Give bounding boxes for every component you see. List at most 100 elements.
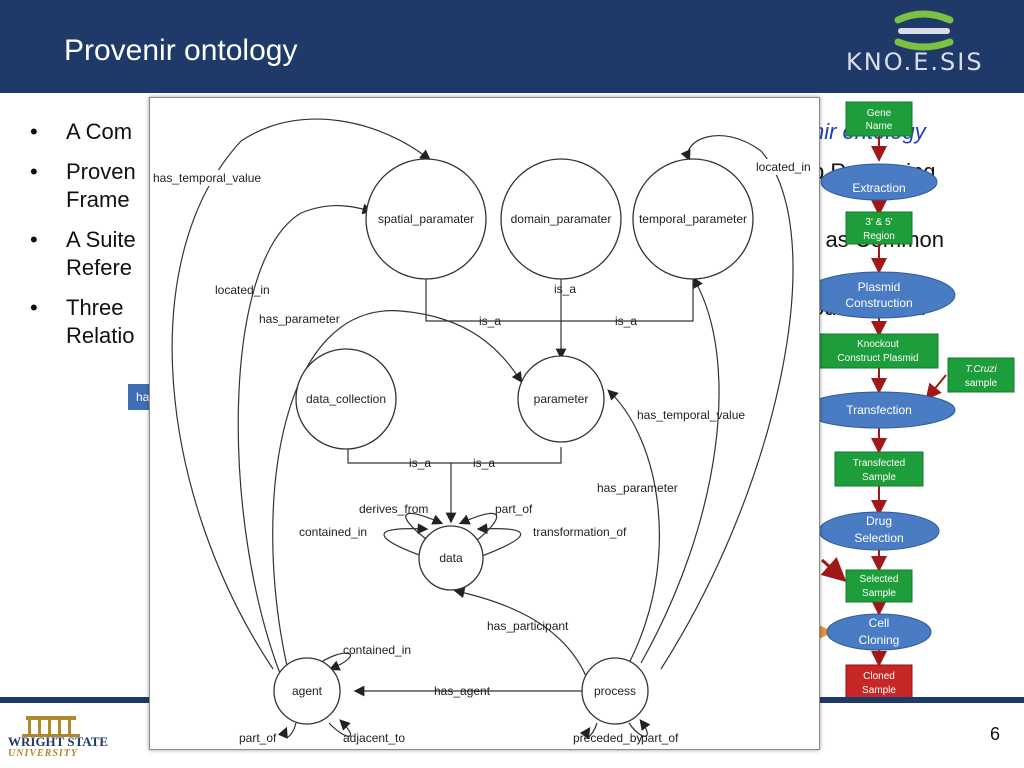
university-name: WRIGHT STATE UNIVERSITY <box>8 734 109 760</box>
class-node-domain <box>500 158 622 280</box>
flow-node-label: Extraction <box>852 181 905 195</box>
class-label: process <box>594 684 636 698</box>
edge-contained-in-agent <box>315 652 352 671</box>
flow-node-tcruzi: T.Cruzi sample <box>947 357 1015 393</box>
flow-node-knockout: Knockout Construct Plasmid <box>817 333 939 369</box>
edge-label: is_a <box>554 282 576 296</box>
edge-has-parameter-left <box>272 310 523 667</box>
edge-label: has_temporal_value <box>153 171 261 185</box>
edge-part-of-process <box>628 719 651 737</box>
flow-node-label: Cloning <box>859 633 900 647</box>
edge-label: has_temporal_value <box>637 408 745 422</box>
university-line2: UNIVERSITY <box>8 748 79 759</box>
flow-node-cloned-sample: Cloned Sample <box>845 664 913 700</box>
edge-label: is_a <box>479 314 501 328</box>
edge-label: is_a <box>409 456 431 470</box>
edge-adjacent-to <box>328 719 352 737</box>
edge-label: has_participant <box>487 619 569 633</box>
bullet-continuation: Relatio <box>66 323 135 348</box>
edge-label: located_in <box>756 160 811 174</box>
flow-node-label: Cloned <box>863 671 895 682</box>
class-label: domain_paramater <box>511 212 612 226</box>
knoesis-logo-icon <box>894 10 954 51</box>
class-node-process <box>581 657 649 725</box>
class-node-data-collection <box>295 348 397 450</box>
edge-label: is_a <box>473 456 495 470</box>
edge-label: has_parameter <box>597 481 678 495</box>
edge-is-a-temporal <box>561 279 694 322</box>
class-label: temporal_parameter <box>639 212 747 226</box>
class-node-agent <box>273 657 341 725</box>
edge-located-in-left <box>237 203 374 677</box>
edge-label: part_of <box>239 731 277 745</box>
edge-label: part_of <box>641 731 679 745</box>
flow-node-label: Selection <box>854 531 903 545</box>
ontology-diagram-panel: spatial_paramater domain_paramater tempo… <box>149 97 820 750</box>
flow-node-drug-selection: Drug Selection <box>818 511 940 551</box>
class-label: agent <box>292 684 323 698</box>
edge-transformation-of <box>476 523 522 557</box>
edge-has-temporal-value-top <box>171 118 431 670</box>
flow-node-label: Sample <box>862 685 896 696</box>
edge-derives-from <box>405 512 444 542</box>
flow-node-label: Transfection <box>846 403 912 417</box>
class-node-temporal <box>632 158 754 280</box>
edge-label: preceded_by <box>573 731 642 745</box>
bullet-continuation: Refere <box>66 255 133 280</box>
flow-node-plasmid-construction: Plasmid Construction <box>802 271 956 319</box>
flow-node-label: Region <box>863 231 895 242</box>
flow-node-label: sample <box>965 378 998 389</box>
flow-node-label: Construction <box>845 296 912 310</box>
edge-contained-in-data <box>383 523 429 557</box>
edge-part-of-data <box>458 512 498 542</box>
flow-node-label: Plasmid <box>858 280 901 294</box>
class-label: spatial_paramater <box>378 212 474 226</box>
bullet-continuation: Frame <box>66 187 130 212</box>
flow-node-cell-cloning: Cell Cloning <box>826 613 932 651</box>
edge-has-temporal-value-right <box>640 276 720 664</box>
flow-node-label: Drug <box>866 514 892 528</box>
edge-label: derives_from <box>359 502 428 516</box>
class-node-spatial <box>365 158 487 280</box>
flow-node-transfected-sample: Transfected Sample <box>834 451 924 487</box>
bullet-dot: • <box>30 159 38 184</box>
flow-node-label: T.Cruzi <box>965 364 997 375</box>
bullet-dot: • <box>30 295 38 320</box>
wright-state-logo-icon <box>22 716 80 737</box>
flow-arrow <box>820 557 847 583</box>
bullet-left-text: A Suite <box>66 227 136 252</box>
flow-node-selected-sample: Selected Sample <box>845 569 913 603</box>
flow-node-transfection: Transfection <box>802 391 956 429</box>
edge-label: has_parameter <box>259 312 340 326</box>
edge-label: part_of <box>495 502 533 516</box>
flow-node-label: 3' & 5' <box>865 217 892 228</box>
flow-node-label: Knockout <box>857 339 899 350</box>
edge-preceded-by <box>579 722 598 739</box>
university-line1: WRIGHT STATE <box>8 734 109 749</box>
bullet-dot: • <box>30 227 38 252</box>
flow-node-gene-name: Gene Name <box>845 101 913 137</box>
edge-label: adjacent_to <box>343 731 405 745</box>
edge-has-participant <box>453 587 587 677</box>
edge-label: is_a <box>615 314 637 328</box>
page-number: 6 <box>990 724 1001 744</box>
slide-header: Provenir ontology KNO.E.SIS <box>0 0 1024 93</box>
edge-label: contained_in <box>343 643 411 657</box>
edge-label: has_agent <box>434 684 491 698</box>
edge-label: transformation_of <box>533 525 627 539</box>
bullet-left-text: Three <box>66 295 124 320</box>
flow-node-label: Gene <box>867 108 892 119</box>
edge-label: contained_in <box>299 525 367 539</box>
edge-part-of-agent <box>277 722 297 739</box>
edge-located-in-top <box>660 135 794 670</box>
flow-node-label: Name <box>866 121 893 132</box>
flow-arrow <box>925 374 947 401</box>
flow-node-extraction: Extraction <box>820 163 938 201</box>
logo-text: KNO.E.SIS <box>846 48 984 76</box>
class-node-parameter <box>517 355 605 443</box>
class-label: data <box>439 551 463 565</box>
edge-is-a-data-collection <box>347 447 451 464</box>
flow-node-region: 3' & 5' Region <box>845 211 913 245</box>
flow-node-label: Sample <box>862 588 896 599</box>
